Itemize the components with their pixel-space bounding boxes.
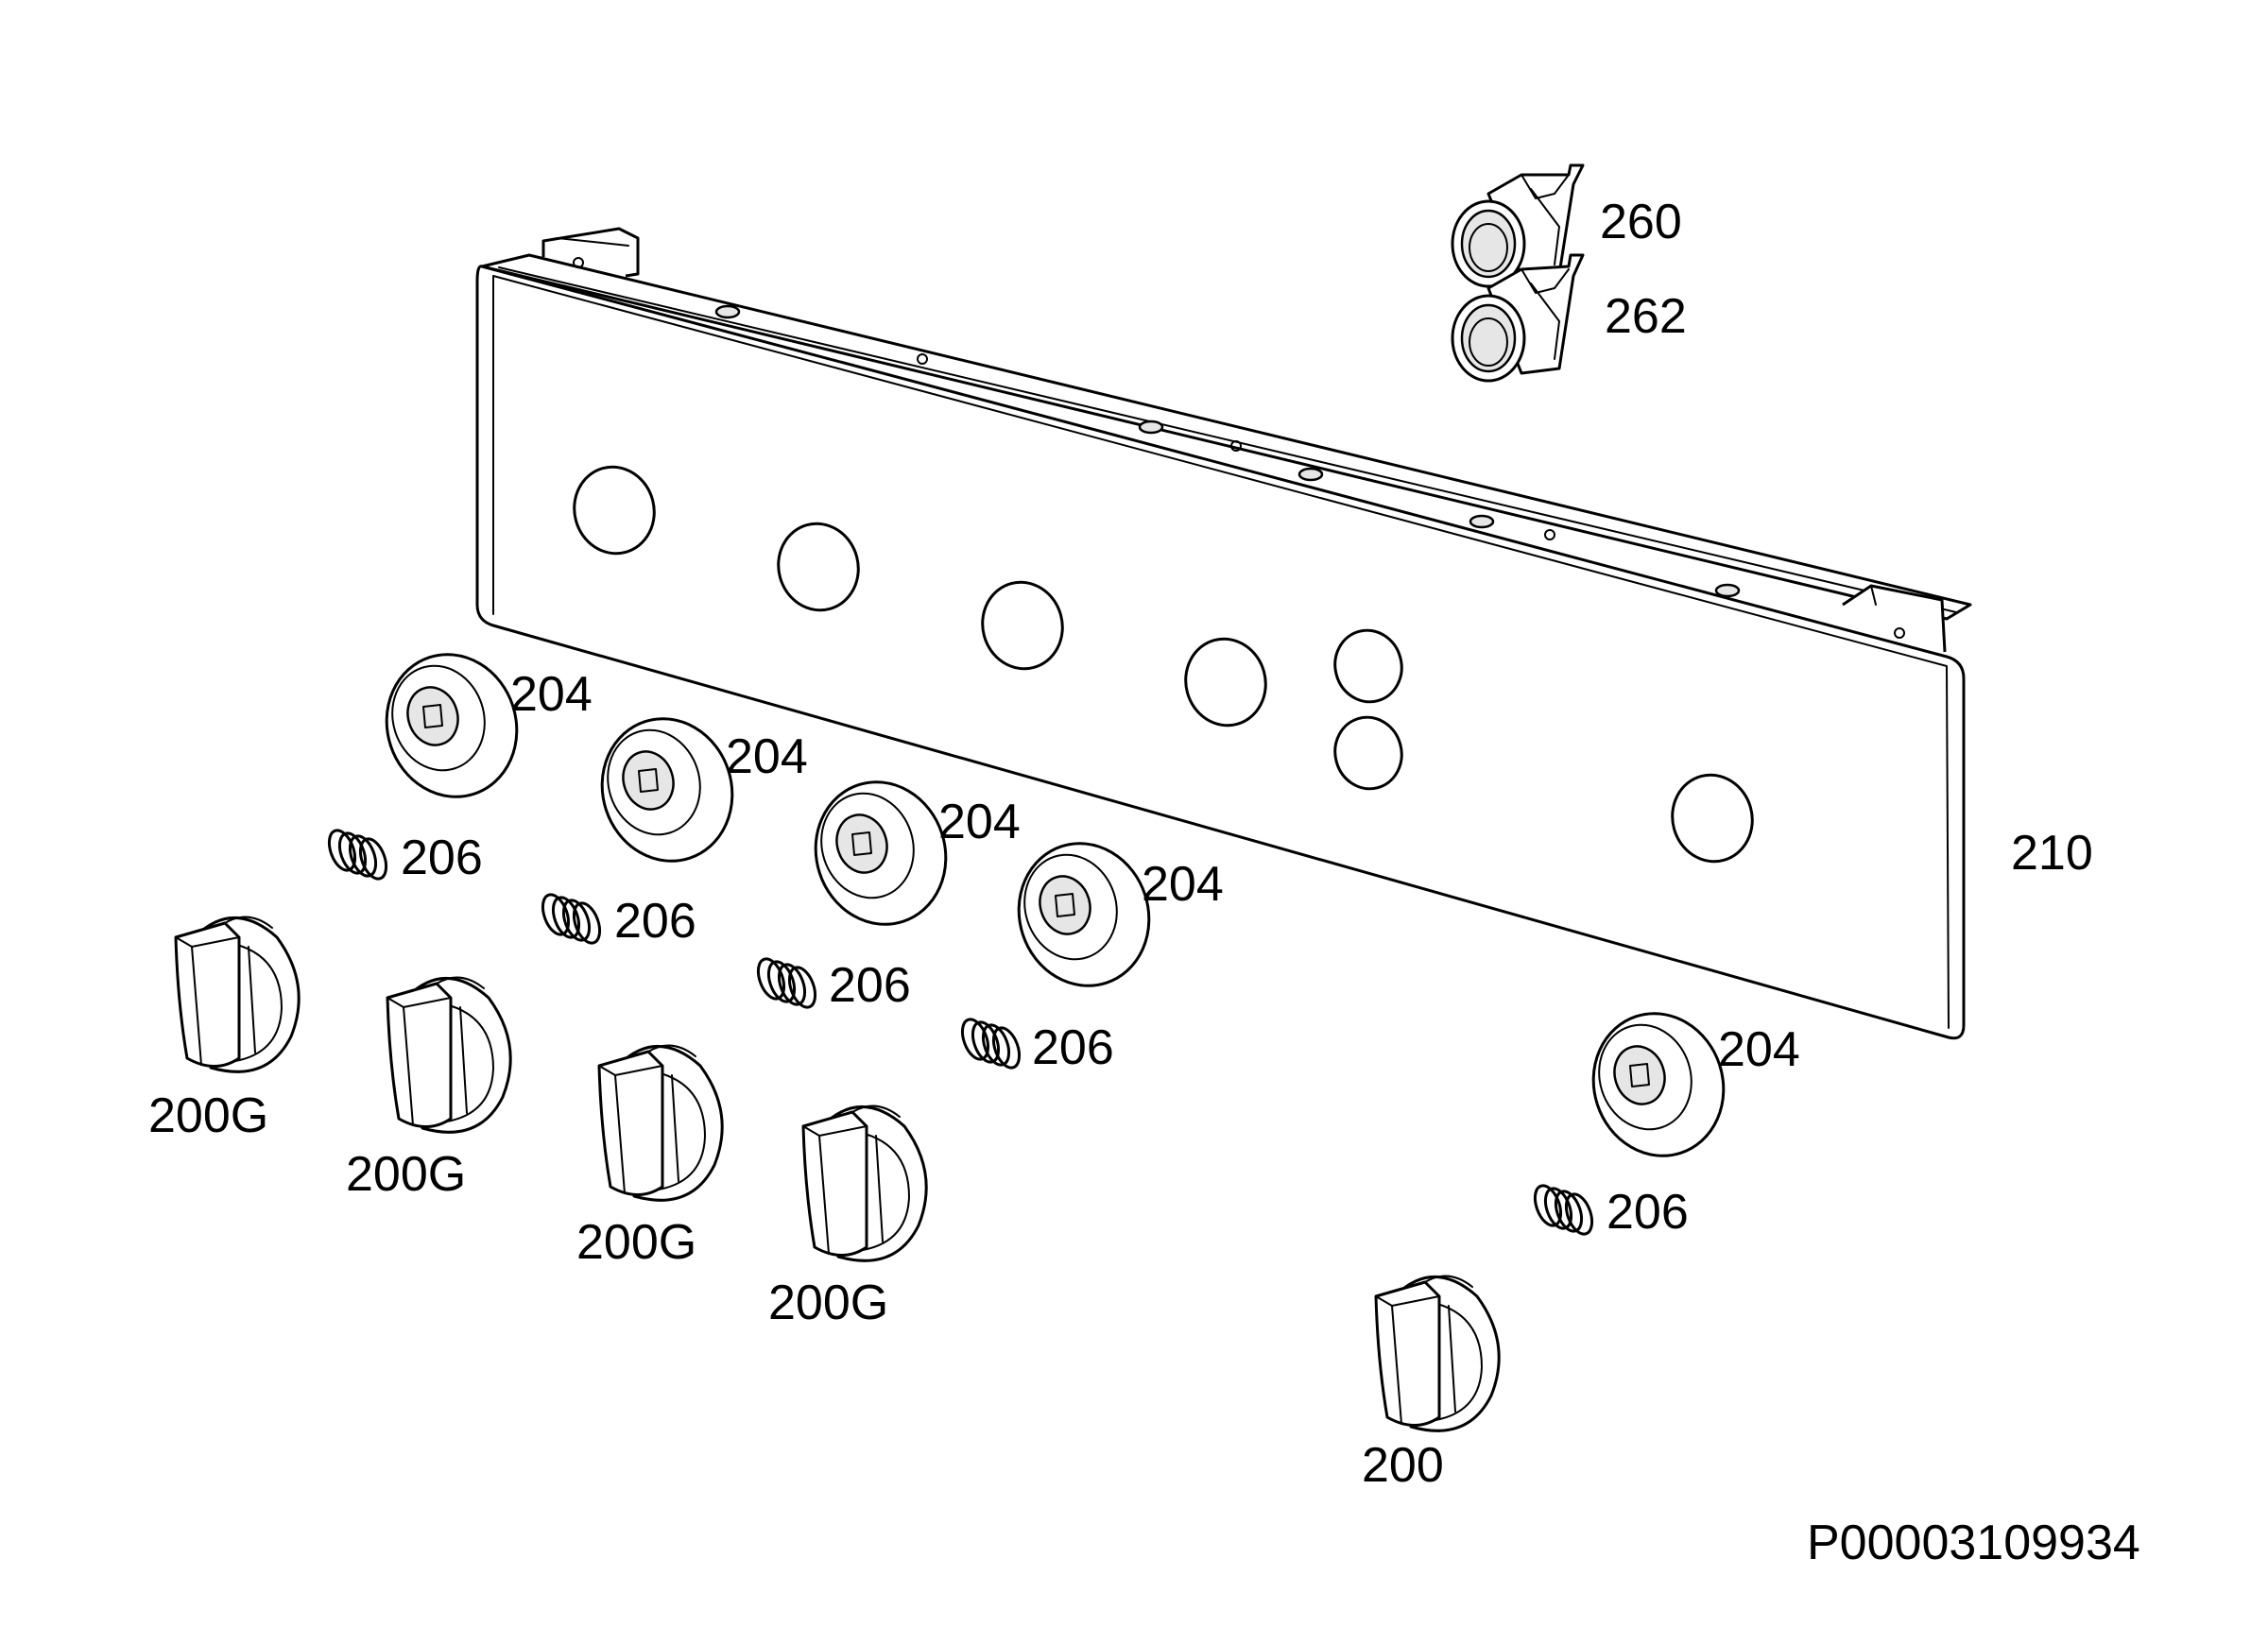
label-bezel-204: 204 bbox=[726, 729, 808, 784]
part-labels: 210 260 262 204 204 204 204 204 206 206 … bbox=[148, 195, 2093, 1493]
bezel-204 bbox=[600, 717, 734, 863]
label-lamp-260: 260 bbox=[1600, 195, 1682, 249]
label-bezel-204: 204 bbox=[1718, 1022, 1800, 1077]
label-spring-206: 206 bbox=[1032, 1020, 1114, 1075]
control-panel-210 bbox=[475, 227, 1972, 1040]
label-knob-200g: 200G bbox=[148, 1088, 268, 1143]
spring-206 bbox=[327, 829, 388, 881]
spring-206 bbox=[960, 1018, 1022, 1070]
spring-206 bbox=[1533, 1184, 1594, 1236]
label-panel-210: 210 bbox=[2011, 826, 2093, 881]
bezel-204 bbox=[1017, 842, 1151, 987]
spring-206 bbox=[756, 957, 817, 1009]
label-knob-200: 200 bbox=[1362, 1438, 1444, 1493]
bezel-204 bbox=[814, 780, 948, 926]
label-spring-206: 206 bbox=[401, 831, 483, 885]
label-spring-206: 206 bbox=[614, 894, 696, 949]
pilot-lamp-262 bbox=[1451, 253, 1585, 383]
label-bezel-204: 204 bbox=[1142, 857, 1224, 912]
label-bezel-204: 204 bbox=[938, 795, 1021, 849]
knob-200g bbox=[597, 1044, 724, 1202]
document-id: P00003109934 bbox=[1807, 1516, 2140, 1570]
label-knob-200g: 200G bbox=[768, 1276, 888, 1330]
label-knob-200g: 200G bbox=[576, 1215, 696, 1270]
knob-200 bbox=[1374, 1275, 1501, 1432]
knob-200g bbox=[174, 916, 301, 1073]
bezel-204 bbox=[1591, 1012, 1726, 1157]
label-knob-200g: 200G bbox=[346, 1147, 466, 1202]
knob-200g bbox=[386, 976, 512, 1134]
label-lamp-262: 262 bbox=[1605, 289, 1687, 344]
label-spring-206: 206 bbox=[1606, 1185, 1689, 1240]
bezel-204 bbox=[385, 653, 519, 798]
spring-206 bbox=[541, 893, 602, 945]
knob-200g bbox=[801, 1105, 928, 1262]
label-spring-206: 206 bbox=[829, 958, 911, 1013]
label-bezel-204: 204 bbox=[510, 667, 593, 722]
